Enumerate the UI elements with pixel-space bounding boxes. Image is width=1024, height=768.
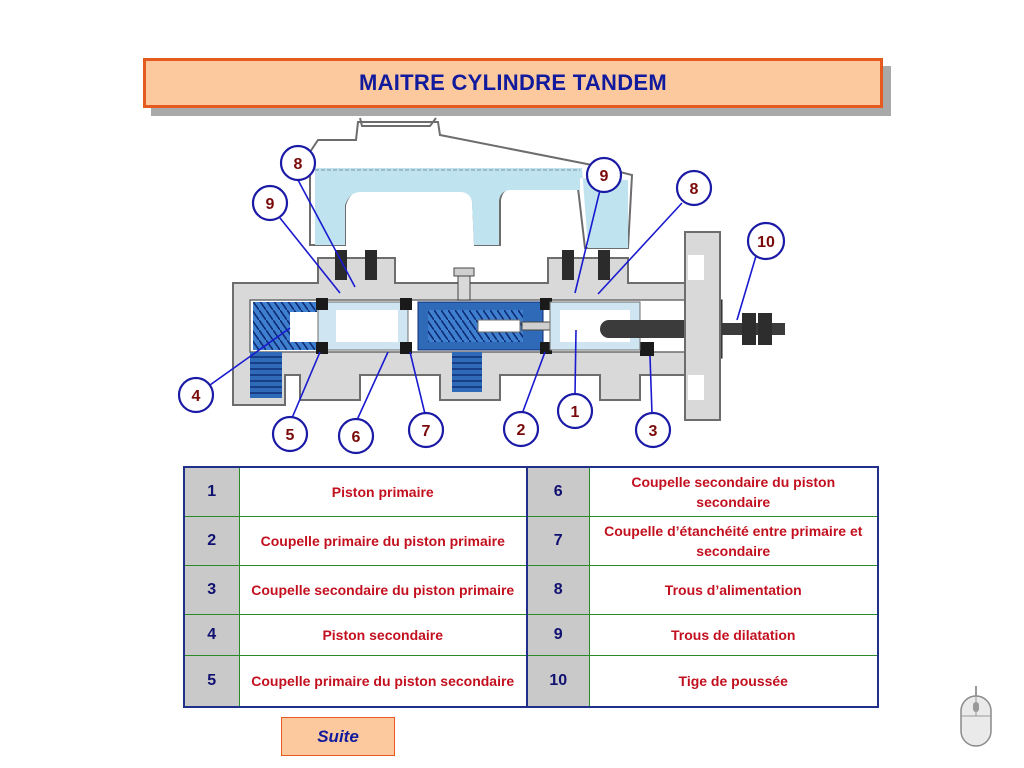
legend-num: 4 (183, 613, 240, 656)
legend-label: Coupelle secondaire du piston primaire (238, 564, 528, 615)
table-row: 4 Piston secondaire 9 Trous de dilatatio… (183, 613, 879, 656)
table-row: 1 Piston primaire 6 Coupelle secondaire … (183, 466, 879, 517)
legend-label: Coupelle primaire du piston primaire (238, 515, 528, 566)
legend-table: 1 Piston primaire 6 Coupelle secondaire … (183, 466, 879, 708)
master-cylinder-diagram: 1 2 3 4 5 6 7 8 8 9 9 10 (177, 117, 786, 455)
callout-9-left: 9 (251, 184, 289, 222)
callout-4: 4 (177, 376, 215, 414)
svg-text:1: 1 (571, 404, 580, 421)
legend-num: 6 (526, 466, 590, 517)
svg-text:3: 3 (649, 423, 658, 440)
outlet-port-right (452, 352, 482, 392)
callout-10: 10 (746, 221, 786, 261)
svg-text:6: 6 (352, 429, 361, 446)
callout-2: 2 (502, 410, 540, 448)
title-banner: MAITRE CYLINDRE TANDEM (143, 58, 883, 108)
legend-label: Piston secondaire (238, 613, 528, 656)
legend-label: Tige de poussée (588, 654, 879, 708)
legend-num: 2 (183, 515, 240, 566)
callout-6: 6 (337, 417, 375, 455)
suite-button[interactable]: Suite (281, 717, 395, 756)
callout-1: 1 (556, 392, 594, 430)
legend-num: 8 (526, 564, 590, 615)
legend-label: Trous d’alimentation (588, 564, 879, 615)
callout-9-right: 9 (585, 156, 623, 194)
svg-text:5: 5 (286, 427, 295, 444)
callout-8-left: 8 (279, 144, 317, 182)
outlet-port-left (250, 352, 282, 398)
callout-3: 3 (634, 411, 672, 449)
legend-label: Coupelle primaire du piston secondaire (238, 654, 528, 708)
fluid-reservoir (309, 117, 634, 249)
legend-label: Coupelle d’étanchéité entre primaire et … (588, 515, 879, 566)
legend-label: Trous de dilatation (588, 613, 879, 656)
table-row: 3 Coupelle secondaire du piston primaire… (183, 564, 879, 615)
suite-button-label: Suite (317, 726, 359, 746)
svg-text:7: 7 (422, 423, 431, 440)
svg-text:9: 9 (266, 196, 275, 213)
legend-num: 3 (183, 564, 240, 615)
legend-num: 10 (526, 654, 590, 708)
callout-8-right: 8 (675, 169, 713, 207)
legend-num: 1 (183, 466, 240, 517)
svg-text:10: 10 (757, 234, 775, 251)
legend-num: 5 (183, 654, 240, 708)
legend-label: Coupelle secondaire du piston secondaire (588, 466, 879, 517)
leader-lines (209, 179, 757, 421)
svg-text:8: 8 (294, 156, 303, 173)
svg-text:9: 9 (600, 168, 609, 185)
svg-text:8: 8 (690, 181, 699, 198)
callout-5: 5 (271, 415, 309, 453)
table-row: 2 Coupelle primaire du piston primaire 7… (183, 515, 879, 566)
table-row: 5 Coupelle primaire du piston secondaire… (183, 654, 879, 708)
mouse-icon[interactable] (958, 686, 994, 748)
callout-7: 7 (407, 411, 445, 449)
page-title: MAITRE CYLINDRE TANDEM (358, 70, 668, 95)
svg-text:2: 2 (517, 422, 526, 439)
legend-num: 9 (526, 613, 590, 656)
legend-label: Piston primaire (238, 466, 528, 517)
svg-text:4: 4 (192, 388, 201, 405)
legend-num: 7 (526, 515, 590, 566)
